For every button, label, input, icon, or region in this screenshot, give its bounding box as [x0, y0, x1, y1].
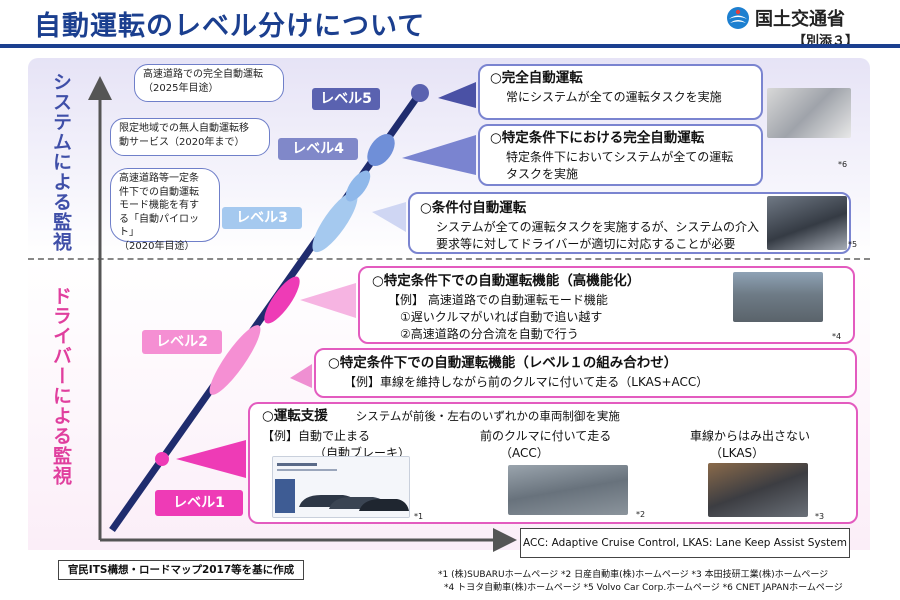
level5-text: 常にシステムが全ての運転タスクを実施 — [506, 89, 722, 104]
balloon-line: （2025年目途） — [143, 82, 219, 94]
balloon-level4-note: 限定地域での無人自動運転移 動サービス（2020年まで） — [110, 118, 270, 156]
level3-text: 要求等に対してドライバーが適切に対応することが必要 — [436, 236, 736, 251]
lkas-image — [708, 463, 808, 517]
level1-dot — [155, 452, 169, 466]
level4-connector — [402, 135, 476, 175]
level4-text: 特定条件下においてシステムが全ての運転 — [506, 149, 734, 164]
footnote-5: *5 — [848, 240, 858, 249]
level2-advanced-item: ②高速道路の分合流を自動で行う — [400, 327, 579, 342]
balloon-line: 動サービス（2020年まで） — [119, 136, 245, 148]
driver-in-car-image — [767, 196, 847, 250]
level4-shape — [367, 133, 395, 167]
level4-description: ○特定条件下における完全自動運転 特定条件下においてシステムが全ての運転 タスク… — [478, 124, 763, 186]
footnote-6: *6 — [838, 160, 848, 169]
example-title: 【例】自動で止まる — [262, 429, 371, 443]
level2-advanced-heading: ○特定条件下での自動運転機能（高機能化） — [372, 273, 641, 289]
level4-heading: ○特定条件下における完全自動運転 — [490, 130, 705, 146]
balloon-level3-note: 高速道路等一定条 件下での自動運転 モード機能を有す る「自動パイロット」 （2… — [110, 168, 220, 252]
system-monitoring-label: システムによる監視 — [50, 72, 72, 252]
balloon-line: 限定地域での無人自動運転移 — [119, 123, 249, 134]
level5-tag: レベル5 — [312, 88, 380, 110]
ministry-brand: 国土交通省 — [726, 5, 845, 31]
subaru-brochure-image — [272, 456, 410, 518]
level1-example-lkas: 車線からはみ出さない （LKAS） — [690, 428, 810, 462]
footnote-4: *4 — [832, 332, 842, 341]
level2-description: ○特定条件下での自動運転機能（レベル１の組み合わせ） 【例】車線を維持しながら前… — [314, 348, 857, 398]
highway-image — [733, 272, 823, 322]
level1-connector — [176, 440, 246, 478]
level2h-connector — [300, 283, 356, 318]
balloon-line: 高速道路での完全自動運転 — [143, 69, 263, 80]
ministry-logo-icon — [727, 7, 749, 29]
level2-advanced-item: ①遅いクルマがいれば自動で追い越す — [400, 309, 603, 324]
ministry-name: 国土交通省 — [755, 9, 845, 30]
level2-example: 【例】車線を維持しながら前のクルマに付いて走る（LKAS+ACC） — [344, 374, 709, 389]
level2-connector — [290, 364, 312, 388]
driver-monitoring-label: ドライバーによる監視 — [50, 286, 72, 486]
level2-advanced-example: 【例】 高速道路での自動運転モード機能 — [388, 292, 608, 307]
level5-heading: ○完全自動運転 — [490, 70, 583, 86]
balloon-line: 件下での自動運転 — [119, 186, 199, 198]
balloon-line: （2020年目途） — [119, 240, 195, 252]
balloon-level5-note: 高速道路での完全自動運転 （2025年目途） — [134, 64, 284, 102]
level3-heading: ○条件付自動運転 — [420, 200, 527, 216]
level4-text: タスクを実施 — [506, 166, 579, 181]
example-sub: （LKAS） — [710, 445, 765, 460]
level1-tag: レベル1 — [155, 490, 243, 516]
level3-shape-a — [312, 191, 358, 253]
source-basis-note: 官民ITS構想・ロードマップ2017等を基に作成 — [58, 560, 304, 580]
image-credits-line: *4 トヨタ自動車(株)ホームページ *5 Volvo Car Corp.ホーム… — [444, 583, 843, 593]
acc-image — [508, 465, 628, 515]
level5-connector — [438, 82, 476, 108]
balloon-line: る「自動パイロット」 — [119, 213, 199, 239]
page-title: 自動運転のレベル分けについて — [34, 11, 426, 42]
cars-illustration-icon — [273, 457, 409, 517]
level1-heading: ○運転支援 — [262, 408, 328, 424]
example-title: 車線からはみ出さない — [690, 429, 811, 443]
abbreviation-note: ACC: Adaptive Cruise Control, LKAS: Lane… — [520, 528, 850, 558]
balloon-line: 高速道路等一定条 — [119, 173, 199, 184]
level4-tag: レベル4 — [278, 138, 358, 160]
example-title: 前のクルマに付いて走る — [480, 429, 612, 443]
level5-description: ○完全自動運転 常にシステムが全ての運転タスクを実施 — [478, 64, 763, 120]
footnote-1: *1 — [414, 512, 424, 521]
autonomous-interior-image — [767, 88, 851, 138]
level3-text: システムが全ての運転タスクを実施するが、システムの介入 — [436, 219, 760, 234]
level5-dot — [411, 84, 429, 102]
level2-heading: ○特定条件下での自動運転機能（レベル１の組み合わせ） — [328, 355, 678, 371]
level2-tag: レベル2 — [142, 330, 222, 354]
level3-tag: レベル3 — [222, 207, 302, 229]
zone-divider — [28, 258, 870, 260]
example-sub: （ACC） — [500, 445, 549, 460]
header-rule — [0, 44, 900, 48]
level1-desc: システムが前後・左右のいずれかの車両制御を実施 — [355, 409, 620, 423]
level2-shape-a — [209, 325, 261, 395]
footnote-3: *3 — [815, 512, 825, 521]
level3-shape-b — [345, 170, 371, 202]
balloon-line: モード機能を有す — [119, 200, 199, 211]
image-credits-line: *1 (株)SUBARUホームページ *2 日産自動車(株)ホームページ *3 … — [438, 570, 829, 580]
level3-connector — [372, 202, 406, 232]
level1-example-acc: 前のクルマに付いて走る （ACC） — [480, 428, 611, 462]
level2-shape-b — [264, 276, 300, 324]
footnote-2: *2 — [636, 510, 646, 519]
